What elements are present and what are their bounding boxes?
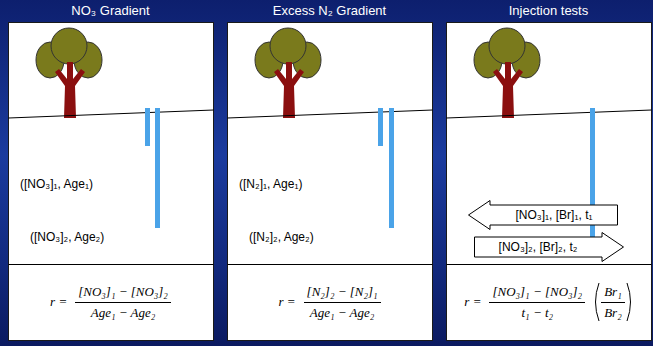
fraction: [N₂]₂ − [N₂]₁Age₁ − Age₂ — [304, 284, 381, 321]
panel-title: Injection tests — [446, 3, 651, 19]
sample-label: ([N₂]₂, Age₂) — [249, 230, 314, 245]
correction-factor: Br₁Br₂ — [593, 282, 633, 322]
bracket-stroke — [596, 283, 600, 321]
denominator: Age₁ − Age₂ — [88, 303, 159, 321]
panel-ground — [9, 23, 214, 341]
block-arrow: [NO₃]₁, [Br]₁, t₁ — [468, 200, 618, 230]
numerator: [NO₃]₁ − [NO₃]₂ — [489, 284, 585, 303]
ground-line — [447, 110, 652, 118]
bracket-stroke — [627, 283, 631, 321]
denominator: Br₂ — [601, 303, 625, 321]
block-arrow-outline — [469, 201, 618, 230]
arrow-label: [NO₃]₁, [Br]₁, t₁ — [468, 200, 593, 230]
formula-lhs: r = — [278, 294, 295, 310]
panel: [NO₃]₁, [Br]₁, t₁[NO₃]₂, [Br]₂, t₂ Inject… — [446, 0, 651, 341]
panel-1-art — [228, 23, 433, 341]
panel-2-art — [447, 23, 652, 341]
panel-title: NO₃ Gradient — [8, 3, 213, 19]
well — [389, 108, 394, 228]
sample-label: ([N₂]₁, Age₁) — [239, 177, 302, 192]
panel: Excess N₂ Gradient ([N₂]₁, Age₁) ([N₂]₂, A… — [227, 0, 432, 341]
numerator: [N₂]₂ − [N₂]₁ — [304, 284, 381, 303]
block-arrow: [NO₃]₂, [Br]₂, t₂ — [474, 232, 624, 262]
well — [378, 108, 383, 146]
formula-lhs: r = — [464, 294, 481, 310]
formula-lhs: r = — [50, 294, 67, 310]
ground-line — [9, 110, 214, 118]
separator — [228, 264, 433, 265]
panel-title: Excess N₂ Gradient — [227, 3, 432, 19]
fraction: [NO₃]₁ − [NO₃]₂t₁ − t₂ — [489, 284, 585, 321]
panel-ground — [228, 23, 433, 341]
block-arrow-outline — [475, 233, 624, 262]
panel: NO₃ Gradient ([NO₃]₁, Age₁) ([NO₃]₂, Age₂)… — [8, 0, 213, 341]
well — [155, 108, 160, 228]
well — [145, 108, 150, 146]
panel-0-art — [9, 23, 214, 341]
denominator: t₁ − t₂ — [519, 303, 557, 321]
separator — [447, 264, 652, 265]
arrow-label: [NO₃]₂, [Br]₂, t₂ — [474, 232, 577, 262]
separator — [9, 264, 214, 265]
rate-formula: r = [NO₃]₁ − [NO₃]₂Age₁ − Age₂ — [12, 266, 209, 338]
ground-line — [228, 110, 433, 118]
sample-label: ([NO₃]₂, Age₂) — [30, 230, 104, 245]
denominator: Age₁ − Age₂ — [307, 303, 378, 321]
rate-formula: r = [N₂]₂ − [N₂]₁Age₁ − Age₂ — [231, 266, 428, 338]
numerator: [NO₃]₁ − [NO₃]₂ — [75, 284, 171, 303]
panel-ground — [447, 23, 652, 341]
fraction: [NO₃]₁ − [NO₃]₂Age₁ − Age₂ — [75, 284, 171, 321]
fraction: Br₁Br₂ — [601, 284, 625, 321]
sample-label: ([NO₃]₁, Age₁) — [20, 177, 93, 192]
tree — [36, 28, 102, 118]
numerator: Br₁ — [601, 284, 625, 303]
bracket — [593, 282, 600, 322]
rate-formula: r = [NO₃]₁ − [NO₃]₂t₁ − t₂ Br₁Br₂ — [450, 266, 647, 338]
tree — [474, 28, 540, 118]
bracket — [626, 282, 633, 322]
tree — [255, 28, 321, 118]
